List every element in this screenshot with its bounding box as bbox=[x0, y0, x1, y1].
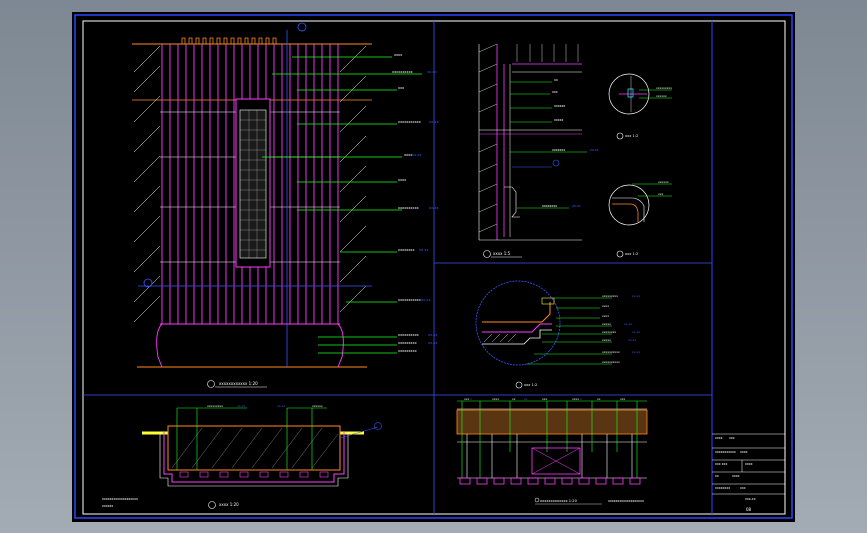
elevation-view: xxxxxxxxxxxxxx xxxxxxxxxxxxxx xxxxxxxx x… bbox=[132, 22, 439, 388]
detail-d: xxxxxxxxxxxxx xxxxxxxxx xxxxxxxxxxxxx xx… bbox=[475, 280, 640, 389]
title-label-3: xx bbox=[715, 474, 719, 478]
svg-text:xxxxxxxx: xxxxxxxx bbox=[398, 248, 415, 252]
detail-b: xxxxxxxxx xxxxxx bbox=[608, 73, 672, 140]
svg-text:xx: xx bbox=[524, 397, 528, 401]
title-label-2: xxx xxx bbox=[715, 462, 727, 466]
svg-text:xxxxxxxxxx: xxxxxxxxxx bbox=[392, 70, 413, 74]
svg-text:xxxxxxxxx: xxxxxxxxx bbox=[656, 86, 672, 90]
svg-text:xx-xx: xx-xx bbox=[277, 404, 285, 408]
svg-text:xx-xx: xx-xx bbox=[429, 206, 439, 210]
svg-text:xxxxxxxx: xxxxxxxx bbox=[602, 330, 616, 334]
title-label-1: xxxxxxxxxxx bbox=[715, 450, 736, 454]
svg-text:xx-xx: xx-xx bbox=[572, 204, 581, 208]
svg-text:xxx: xxx bbox=[552, 90, 558, 94]
svg-text:xx: xx bbox=[554, 78, 558, 82]
svg-text:xxxx: xxxx bbox=[394, 53, 402, 57]
title-label-4: xxxxxxxx bbox=[715, 486, 730, 490]
plan-note-2: xxxxxx bbox=[102, 504, 113, 508]
svg-text:xxxxxxx: xxxxxxx bbox=[552, 148, 565, 152]
sheet-number: 08 bbox=[746, 507, 752, 512]
svg-text:xxx: xxx bbox=[658, 192, 664, 196]
title-block bbox=[712, 433, 785, 495]
title-value-2: xxxx bbox=[745, 462, 753, 466]
svg-text:x: x bbox=[580, 397, 582, 401]
svg-text:xx-xx: xx-xx bbox=[429, 120, 439, 124]
svg-text:xx-xx: xx-xx bbox=[412, 153, 422, 157]
svg-text:xxxx: xxxx bbox=[492, 397, 499, 401]
svg-text:xx-xx: xx-xx bbox=[624, 322, 632, 326]
svg-text:xx-xx: xx-xx bbox=[237, 404, 245, 408]
svg-text:xx-xx: xx-xx bbox=[632, 330, 640, 334]
section-a-caption: xxxx 1:5 bbox=[493, 251, 511, 256]
svg-text:xxxxxx: xxxxxx bbox=[554, 104, 565, 108]
detail-c-caption: xxx 1:2 bbox=[625, 252, 638, 256]
svg-text:xxxxxxxxxx: xxxxxxxxxx bbox=[602, 350, 620, 354]
plan-note-1: xxxxxxxxxxxxxxxxxxx bbox=[102, 497, 138, 501]
title-label-0: xxxx bbox=[715, 436, 723, 440]
section-view: xxxxx xxxxxxxxxxx xxxxxxxxxxxxxxx xx-xxx… bbox=[478, 43, 599, 258]
svg-text:xxxxx: xxxxx bbox=[554, 118, 564, 122]
svg-text:xxxx: xxxx bbox=[602, 304, 609, 308]
svg-text:xxx: xxx bbox=[620, 397, 626, 401]
plan-caption: xxxx 1:20 bbox=[219, 502, 239, 507]
svg-text:xxxxxx: xxxxxx bbox=[312, 404, 323, 408]
svg-text:xx-xx: xx-xx bbox=[421, 298, 431, 302]
svg-text:xxxx: xxxx bbox=[398, 178, 406, 182]
title-value-3: xxxx bbox=[732, 474, 740, 478]
svg-text:xx-xx: xx-xx bbox=[628, 338, 636, 342]
svg-text:xx: xx bbox=[512, 397, 516, 401]
svg-text:xx: xx bbox=[597, 397, 601, 401]
svg-text:xxxxxxxxx: xxxxxxxxx bbox=[207, 404, 223, 408]
svg-text:xxxx: xxxx bbox=[602, 314, 609, 318]
svg-text:xx-xx: xx-xx bbox=[428, 341, 438, 345]
title-value-4: xxx bbox=[740, 486, 746, 490]
ceiling-note: xxxxxxxxxxxxxxxxxxx bbox=[608, 499, 644, 503]
elevation-caption: xxxxxxxxxxxx 1:20 bbox=[219, 381, 258, 386]
svg-text:xxxxxx: xxxxxx bbox=[658, 180, 669, 184]
detail-c: xxxxxx xxx bbox=[608, 180, 672, 258]
svg-text:xx-xx: xx-xx bbox=[632, 294, 640, 298]
svg-text:xx-xx: xx-xx bbox=[632, 350, 640, 354]
title-value-1: xxxx bbox=[740, 450, 748, 454]
svg-text:xxx: xxx bbox=[464, 397, 470, 401]
svg-text:xxxxxxxxxx: xxxxxxxxxx bbox=[398, 333, 419, 337]
svg-text:xx-xx: xx-xx bbox=[419, 248, 429, 252]
svg-text:xxxx: xxxx bbox=[404, 153, 412, 157]
svg-text:xxxxxxxx: xxxxxxxx bbox=[542, 204, 557, 208]
svg-text:xxxxxxxxxxx: xxxxxxxxxxx bbox=[398, 298, 421, 302]
svg-text:xx-xx: xx-xx bbox=[590, 148, 599, 152]
outer-border bbox=[74, 14, 793, 519]
svg-text:xxxxxxxxxx: xxxxxxxxxx bbox=[398, 206, 419, 210]
svg-text:xxxxxxxxx: xxxxxxxxx bbox=[398, 349, 417, 353]
svg-text:xx-xx: xx-xx bbox=[428, 333, 438, 337]
svg-text:xxx: xxx bbox=[542, 397, 548, 401]
svg-text:xxxxxxxxxx: xxxxxxxxxx bbox=[602, 360, 620, 364]
svg-text:x: x bbox=[470, 397, 472, 401]
cad-drawing: xxxxxxxxxxxxxx xxxxxxxxxxxxxx xxxxxxxx x… bbox=[74, 14, 793, 519]
title-value-5: xxx-xx bbox=[745, 497, 756, 501]
svg-text:xxxx: xxxx bbox=[572, 397, 579, 401]
svg-text:xxxxxxxxx: xxxxxxxxx bbox=[398, 341, 417, 345]
ceiling-caption: xxxxxxxxxxxxx 1:20 bbox=[540, 499, 578, 503]
detail-d-caption: xxx 1:2 bbox=[524, 383, 537, 387]
title-value-0: xxx bbox=[729, 436, 735, 440]
svg-text:xxxxx: xxxxx bbox=[602, 322, 611, 326]
svg-text:xxx: xxx bbox=[398, 86, 404, 90]
svg-text:xx-xx: xx-xx bbox=[427, 70, 437, 74]
svg-text:xxxxx: xxxxx bbox=[602, 338, 611, 342]
detail-b-caption: xxx 1:2 bbox=[625, 134, 638, 138]
svg-text:xxxxxxxxxxx: xxxxxxxxxxx bbox=[398, 120, 421, 124]
svg-text:xxxxxx: xxxxxx bbox=[656, 94, 667, 98]
svg-text:xxxxxxxxx: xxxxxxxxx bbox=[602, 294, 618, 298]
